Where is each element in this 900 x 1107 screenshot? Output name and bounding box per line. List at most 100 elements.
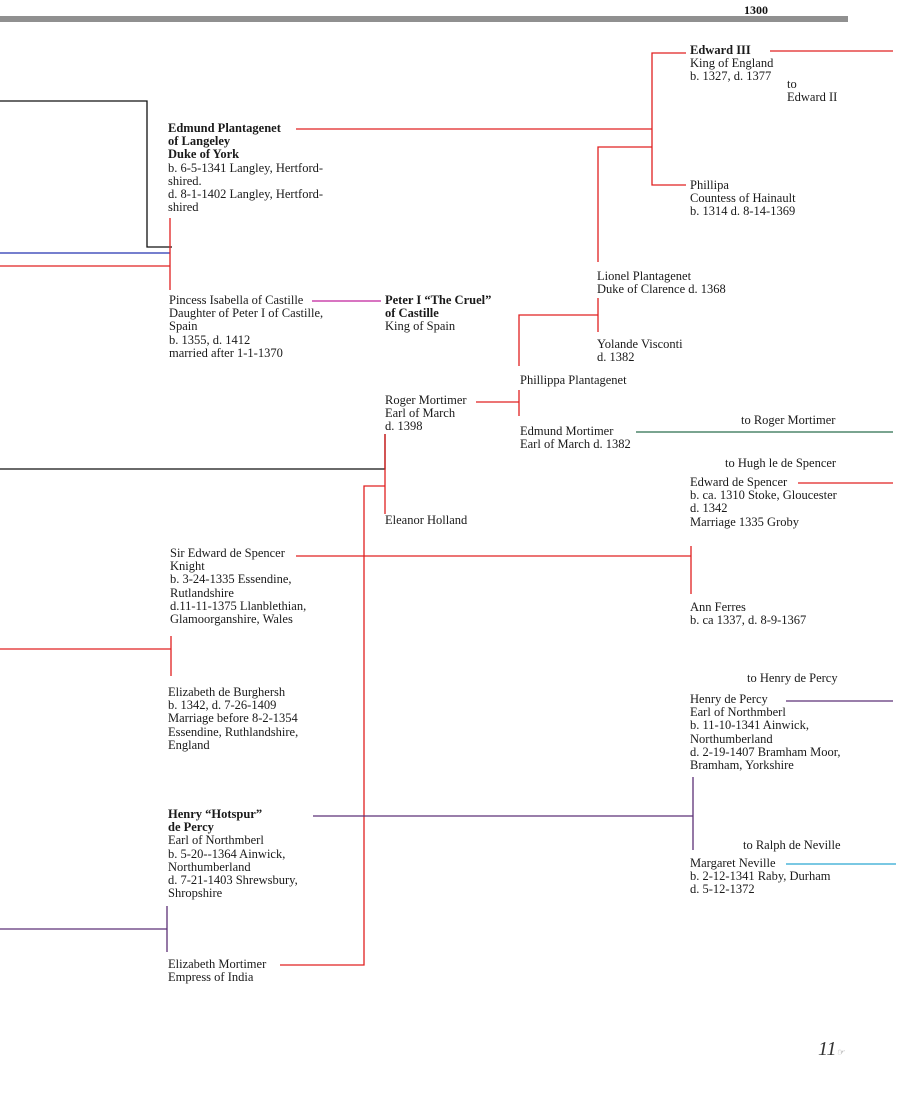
person-line: Lionel Plantagenet [597,269,692,283]
person-line: Henry “Hotspur” [168,807,263,821]
person-line: Earl of Northmberl [168,833,264,848]
person-line: Knight [170,559,205,574]
page-number: 11☞ [818,1038,845,1061]
person-line: Edward III [690,43,751,57]
person-line: Spain [169,319,198,334]
person-line: d. 8-1-1402 Langley, Hertford- [168,187,324,202]
person-line: of Castille [385,306,439,321]
person-line: d. 1342 [690,501,728,516]
person-line: Glamoorganshire, Wales [170,612,293,627]
person-line: b. 5-20--1364 Ainwick, [168,846,286,861]
person-line: Earl of March d. 1382 [520,437,631,452]
person-line: b. ca. 1310 Stoke, Gloucester [690,488,837,503]
person-line: shired [168,200,199,215]
person-line: Marriage 1335 Groby [690,514,799,529]
person-line: Pincess Isabella of Castille [169,293,304,307]
connector-left-mid [0,434,386,470]
person-line: d.11-11-1375 Llanblethian, [170,598,307,613]
person-line: Phillippa Plantagenet [520,373,627,387]
person-line: d. 7-21-1403 Shrewsbury, [168,873,298,888]
person-line: Countess of Hainault [690,191,796,206]
era-bar [0,16,848,22]
person-line: Elizabeth Mortimer [168,957,267,971]
connector-lionel [597,146,652,262]
person-line: d. 1382 [597,350,635,365]
person-line: Roger Mortimer [385,393,467,407]
person-line: Earl of Northmberl [690,705,786,720]
person-line: b. 6-5-1341 Langley, Hertford- [168,160,324,175]
person-line: Peter I “The Cruel” [385,293,492,307]
person-line: d. 1398 [385,419,423,434]
person-line: Shropshire [168,886,223,901]
ref-to-roger-mortimer: to Roger Mortimer [741,413,836,427]
person-line: Duke of York [168,147,240,162]
connector-mortimer-trunk [280,485,385,966]
ref-to-hugh-le-de-spencer: to Hugh le de Spencer [725,456,837,470]
person-eleanor-holland: Eleanor Holland [385,513,467,527]
person-line: b. 3-24-1335 Essendine, [170,572,292,587]
page-mark-icon: ☞ [836,1047,845,1057]
person-line: Edmund Mortimer [520,424,614,438]
person-line: b. 2-12-1341 Raby, Durham [690,869,831,884]
person-line: Edmund Plantagenet [168,121,281,135]
connector-edward3-bracket [651,52,686,186]
ref-to-edward-ii-name: Edward II [787,90,838,104]
person-line: of Langeley [168,134,231,149]
person-line: England [168,737,210,752]
person-phillippa-plantagenet: Phillippa Plantagenet [520,373,627,387]
person-line: d. 5-12-1372 [690,882,755,897]
person-line: Sir Edward de Spencer [170,546,285,560]
person-line: King of England [690,56,774,71]
person-line: Henry de Percy [690,692,768,706]
page-number-text: 11 [818,1038,837,1060]
person-line: Northumberland [168,859,251,874]
person-line: b. 1342, d. 7-26-1409 [168,698,277,713]
era-label: 1300 [744,3,768,17]
person-line: Elizabeth de Burghersh [168,685,286,699]
person-line: Bramham, Yorkshire [690,758,794,773]
person-line: married after 1-1-1370 [169,345,283,360]
person-line: b. 11-10-1341 Ainwick, [690,718,809,733]
person-line: Yolande Visconti [597,337,683,351]
ref-to-henry-de-percy: to Henry de Percy [747,671,838,685]
person-line: b. 1314 d. 8-14-1369 [690,204,796,219]
person-line: Daughter of Peter I of Castille, [169,306,324,321]
ref-to-edward-ii-to: to [787,77,797,91]
person-line: shired. [168,173,202,188]
person-line: b. 1327, d. 1377 [690,69,772,84]
person-line: Edward de Spencer [690,475,788,489]
person-line: Marriage before 8-2-1354 [168,711,298,726]
connector-phillippa [518,314,598,366]
person-line: b. ca 1337, d. 8-9-1367 [690,613,807,628]
person-line: King of Spain [385,319,456,334]
person-line: Essendine, Ruthlandshire, [168,724,299,739]
connector-left-top [0,100,172,248]
person-line: Ann Ferres [690,600,746,614]
person-line: de Percy [168,820,214,835]
person-line: Earl of March [385,406,456,421]
person-line: Rutlandshire [170,585,234,600]
person-line: Duke of Clarence d. 1368 [597,282,726,297]
person-line: b. 1355, d. 1412 [169,332,251,347]
person-line: Phillipa [690,178,729,192]
person-line: Empress of India [168,970,254,985]
